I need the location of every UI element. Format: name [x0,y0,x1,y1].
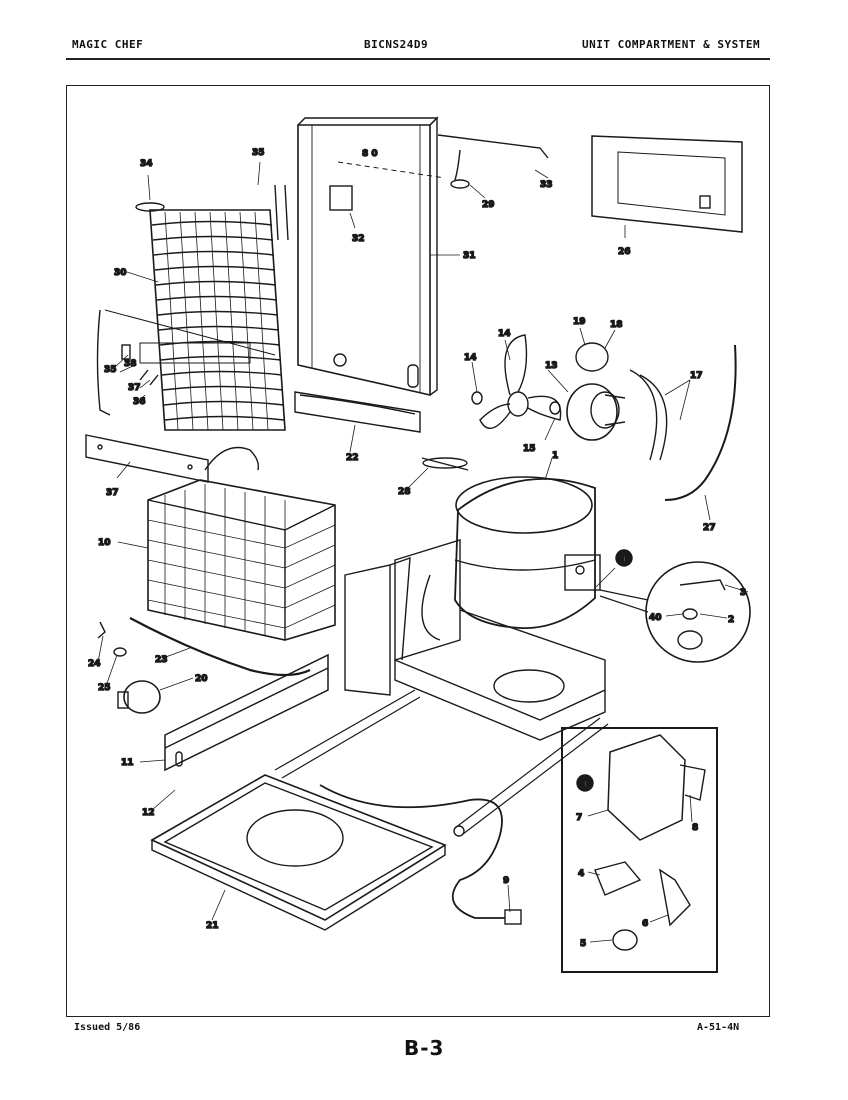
callout-7: 7 [576,813,582,823]
reference-marker [576,774,594,792]
callout-36: 36 [133,397,146,407]
callout-3: 3 [740,588,746,598]
power-cord [319,784,522,925]
compressor [454,476,601,629]
callout-29: 29 [482,200,495,210]
drain-tray [294,391,421,433]
callout-33: 33 [540,180,553,190]
fan-motor [566,342,668,461]
callout-15: 15 [523,444,536,454]
callout-10: 10 [98,538,111,548]
callout-9: 9 [503,876,509,886]
header-rule [66,58,770,60]
rail-11 [164,653,329,772]
section-title: UNIT COMPARTMENT & SYSTEM [582,38,761,51]
ref-marker-label-inset: 1 [582,780,588,790]
callout-40: 40 [649,613,662,623]
callout-14-fan: 14 [498,329,511,339]
inset-box [561,727,718,973]
relay-20 [117,680,161,714]
callout-32: 32 [352,234,365,244]
callout-26: 26 [618,247,631,257]
small-clip-parts [121,342,251,386]
callout-35: 35 [252,148,265,158]
callout-25: 25 [98,683,111,693]
control-cover-26 [591,135,743,233]
callout-37-clip: 37 [128,383,141,393]
base-frame [394,539,606,741]
callout-8: 8 [692,823,698,833]
drier-28 [421,457,469,471]
callout-17: 17 [690,371,703,381]
shroud-panel [297,116,446,397]
callout-1: 1 [552,451,558,461]
long-tube [274,689,609,837]
model-number: BICNS24D9 [364,38,429,51]
callout-23: 23 [155,655,168,665]
callout-20: 20 [195,674,208,684]
callout-30: 30 [114,268,127,278]
brand-label: MAGIC CHEF [72,38,144,51]
doc-code: A-51-4N [697,1022,740,1033]
mount-bracket [344,556,411,696]
tube-23 [129,617,311,677]
bracket-37 [85,434,260,483]
callout-12: 12 [142,808,155,818]
callout-22: 22 [346,453,359,463]
diagram-frame [66,85,770,1017]
callout-38: 38 [124,359,137,369]
coil-10 [147,479,336,641]
callout-27: 27 [703,523,716,533]
ref-marker-label: 1 [621,555,627,565]
callout-11: 11 [121,758,134,768]
callout-35-clip: 35 [104,365,117,375]
callout-2: 2 [728,615,734,625]
callout-34: 34 [140,159,153,169]
fittings-24-25 [97,621,127,657]
drain-tray-21 [150,774,447,931]
callout-13: 13 [545,361,558,371]
leader-lines [97,161,749,943]
callout-24: 24 [88,659,101,669]
callout-37-bottom: 37 [106,488,119,498]
callout-4: 4 [578,869,584,879]
callout-21: 21 [206,921,219,931]
fan-blade [471,334,562,429]
tubing-33 [437,134,549,189]
condenser-coil [96,184,289,431]
callout-18: 18 [610,320,623,330]
callout-31: 31 [463,251,476,261]
detail-circle [599,561,751,663]
callout-28: 28 [398,487,411,497]
issue-date: Issued 5/86 [74,1022,141,1033]
callout-5: 5 [580,939,586,949]
callout-80: 8 0 [362,149,378,159]
reference-marker [615,549,633,567]
callout-14-washer: 14 [464,353,477,363]
callout-6: 6 [642,919,648,929]
wire-27 [664,344,737,501]
page-number: B-3 [404,1036,445,1060]
callout-19: 19 [573,317,586,327]
